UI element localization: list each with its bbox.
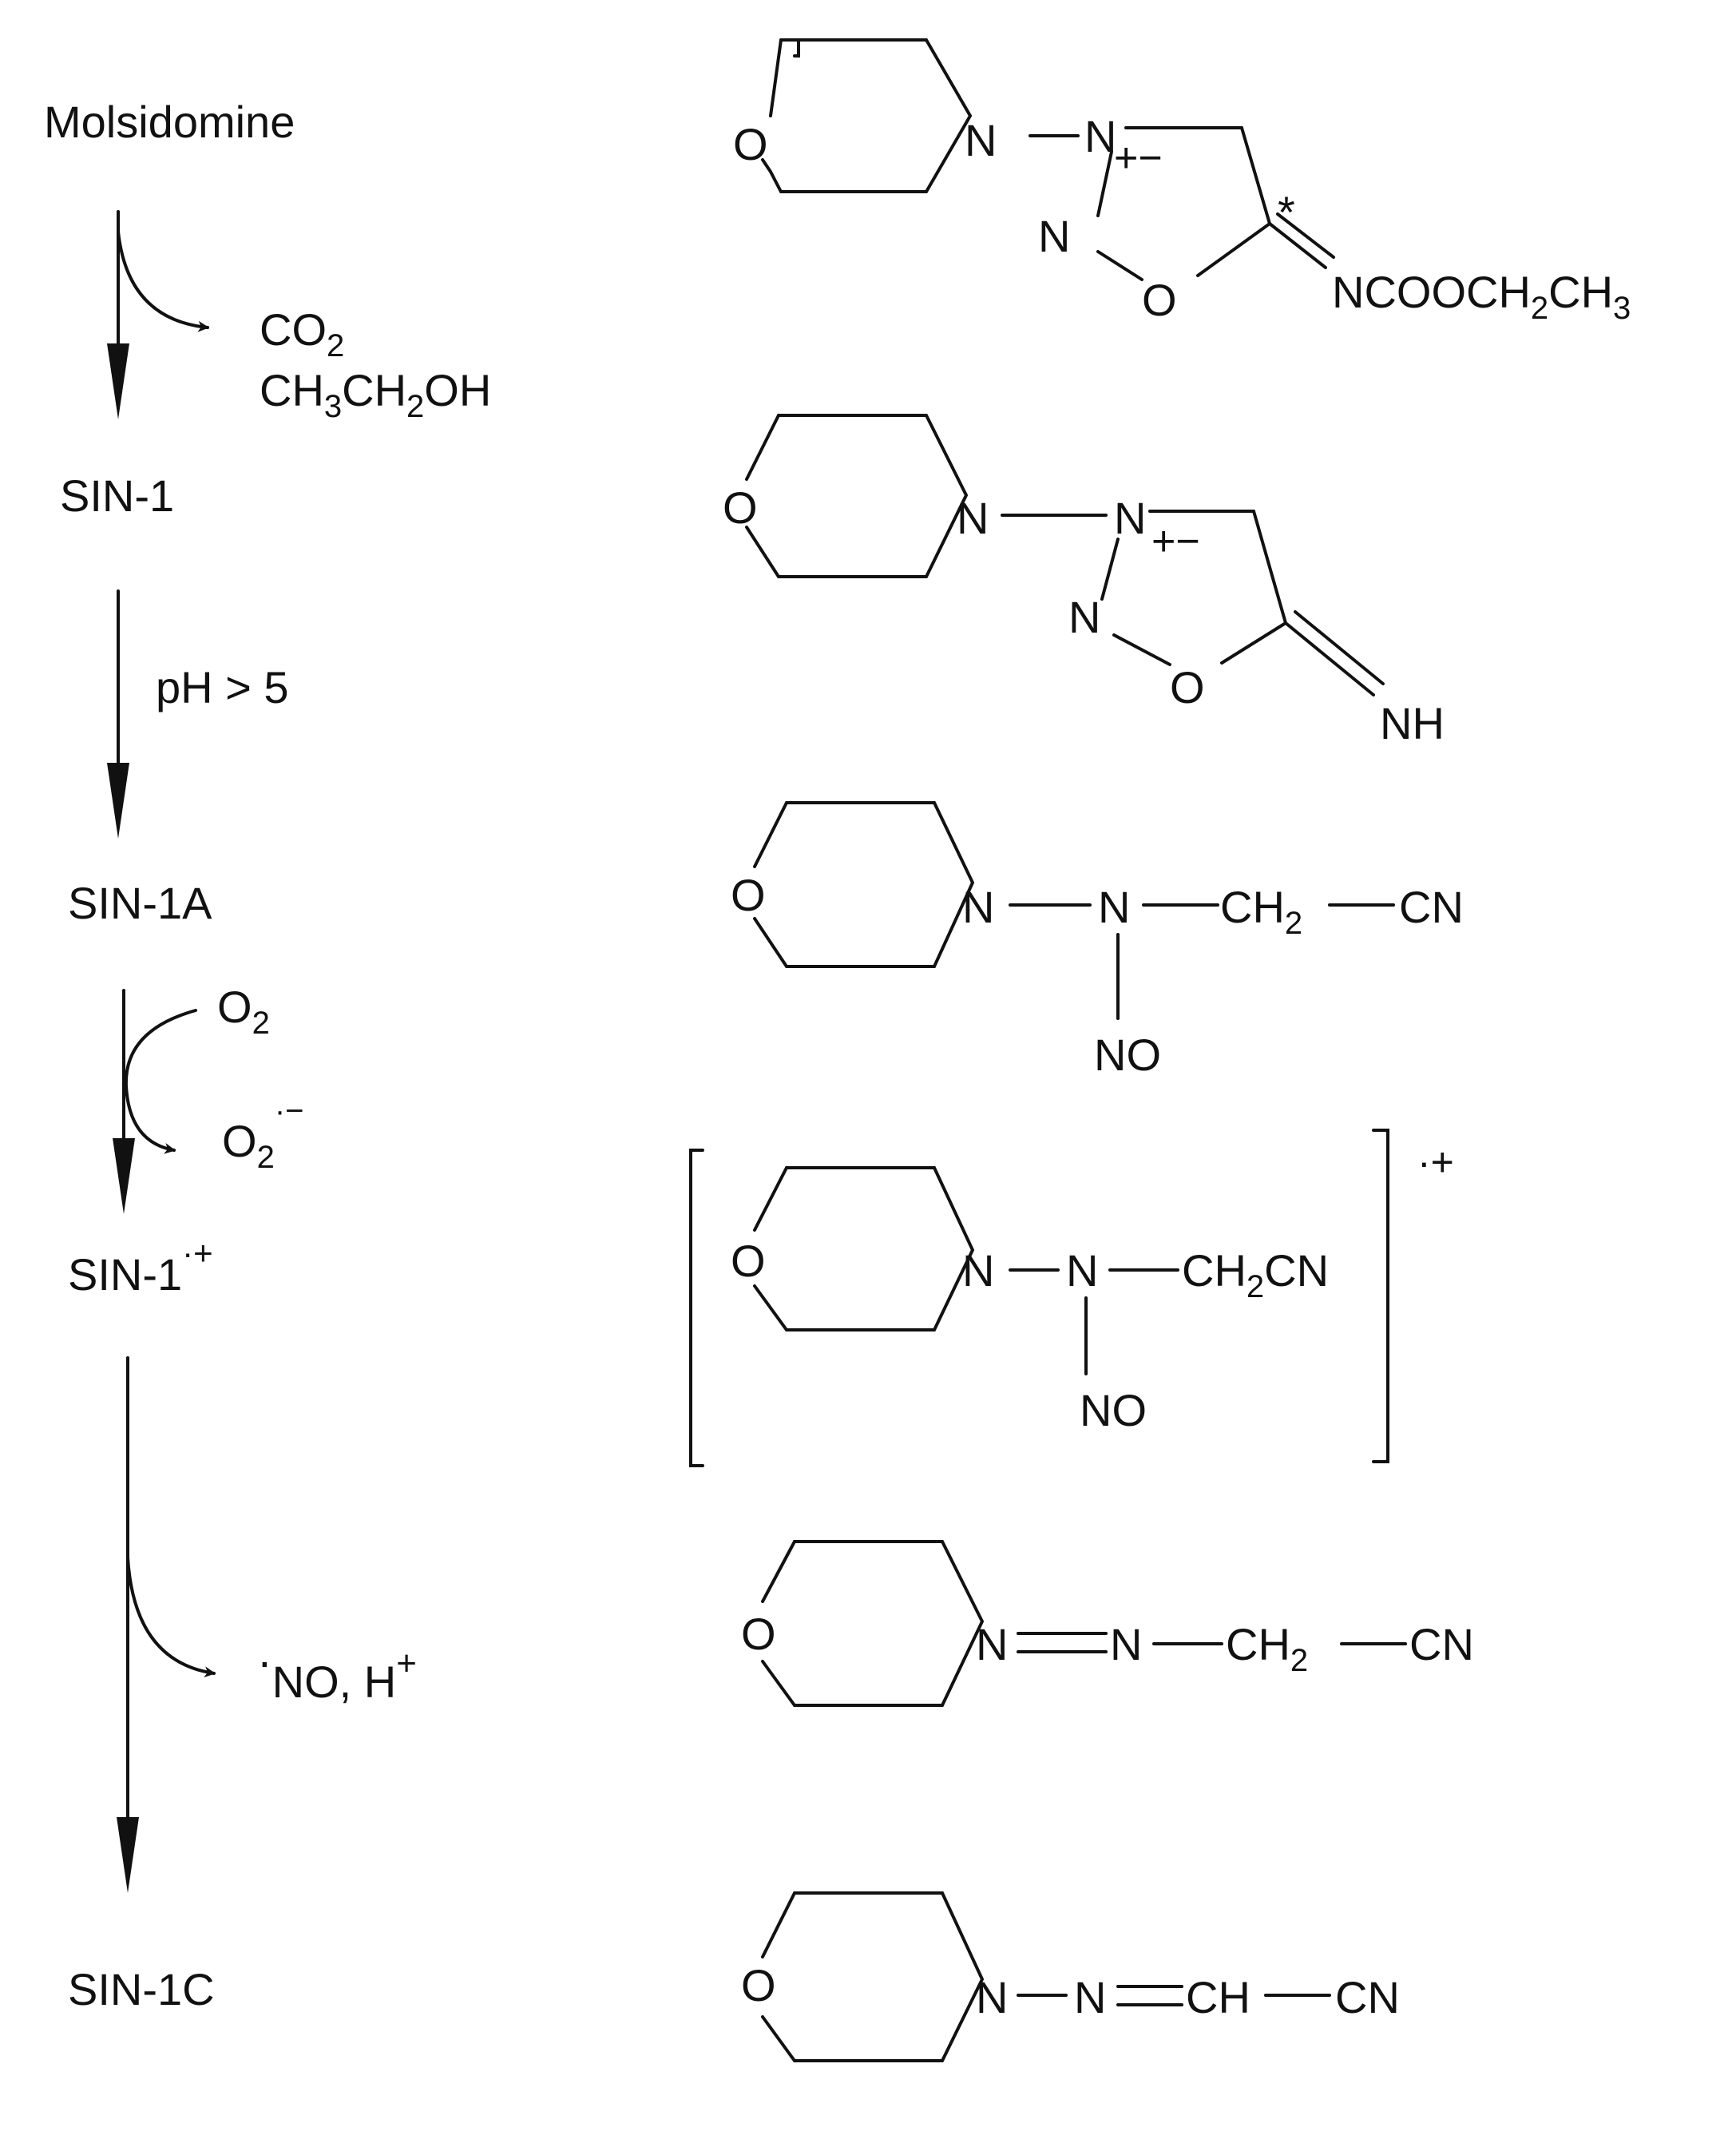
byproduct-co2: CO2	[260, 304, 344, 363]
mol2-ring-n: N	[957, 493, 989, 543]
mol5-ring-o: O	[741, 1609, 776, 1659]
condition-ph: pH > 5	[156, 662, 289, 712]
label-sin-1a: SIN-1A	[68, 878, 212, 928]
arrow-molsidomine-to-sin-1	[107, 210, 209, 419]
mol2-ring-o: O	[723, 482, 758, 533]
mol6-ch: CH	[1186, 1972, 1250, 2022]
mol1-o1: O	[1142, 275, 1177, 325]
mol5-n: N	[1110, 1619, 1142, 1669]
mol6-ring-n: N	[976, 1972, 1008, 2022]
byproduct-ethanol: CH3CH2OH	[260, 365, 491, 424]
mol1-substituent: NCOOCH2CH3	[1332, 267, 1631, 326]
mol5-cn: CN	[1409, 1619, 1474, 1669]
mol4-no: NO	[1080, 1385, 1147, 1435]
mol3-ring-o: O	[731, 870, 766, 920]
byproduct-no-h: ·NO, H+	[257, 1636, 417, 1707]
mol2-n3: N	[1114, 493, 1146, 543]
mol1-star: *	[1278, 187, 1295, 237]
mol2-n2: N	[1068, 592, 1100, 642]
structure-molsidomine	[761, 38, 1335, 281]
mol3-n: N	[1098, 882, 1130, 932]
byproduct-superoxide: O2·−	[222, 1093, 304, 1175]
mol4-ring-n: N	[962, 1245, 994, 1296]
mol4-n: N	[1066, 1245, 1098, 1296]
mol3-ring-n: N	[962, 882, 994, 932]
mol6-cn: CN	[1335, 1972, 1400, 2022]
mol1-n3: N	[1084, 111, 1116, 161]
label-sin-1: SIN-1	[60, 470, 174, 521]
mol2-nh: NH	[1380, 698, 1445, 748]
mol1-n2: N	[1038, 211, 1070, 261]
mol6-n: N	[1074, 1972, 1106, 2022]
mol5-ch2: CH2	[1226, 1619, 1308, 1678]
structure-sin-1	[745, 414, 1385, 696]
structure-sin-1a	[753, 801, 1395, 1020]
arrow-sin-1a-to-radical	[113, 989, 197, 1214]
mol4-ring-o: O	[731, 1236, 766, 1286]
label-molsidomine: Molsidomine	[44, 97, 295, 147]
structure-azo-intermediate	[761, 1540, 1407, 1707]
mol1-charge: +−	[1114, 135, 1163, 181]
mol2-charge: +−	[1151, 518, 1200, 565]
mol3-cn: CN	[1399, 882, 1464, 932]
mol3-ch2: CH2	[1220, 882, 1302, 941]
mol3-no: NO	[1094, 1030, 1161, 1080]
structure-sin-1-radical	[689, 1129, 1389, 1467]
label-sin-1-radical-cation: SIN-1·+	[68, 1234, 213, 1300]
structure-sin-1c	[761, 1891, 1331, 2062]
mol4-radical-cation-charge: ·+	[1417, 1140, 1454, 1185]
arrow-sin-1-to-sin-1a	[107, 589, 129, 839]
reagent-oxygen: O2	[217, 982, 270, 1041]
mol6-ring-o: O	[741, 1960, 776, 2010]
mol2-o1: O	[1170, 662, 1205, 712]
mol1-ring-o: O	[733, 119, 768, 169]
mol5-ring-n: N	[976, 1619, 1008, 1669]
label-sin-1c: SIN-1C	[68, 1964, 215, 2014]
mol4-ch2cn: CH2CN	[1182, 1245, 1329, 1304]
arrow-radical-to-sin-1c	[117, 1356, 216, 1893]
mol1-ring-n: N	[965, 115, 997, 165]
